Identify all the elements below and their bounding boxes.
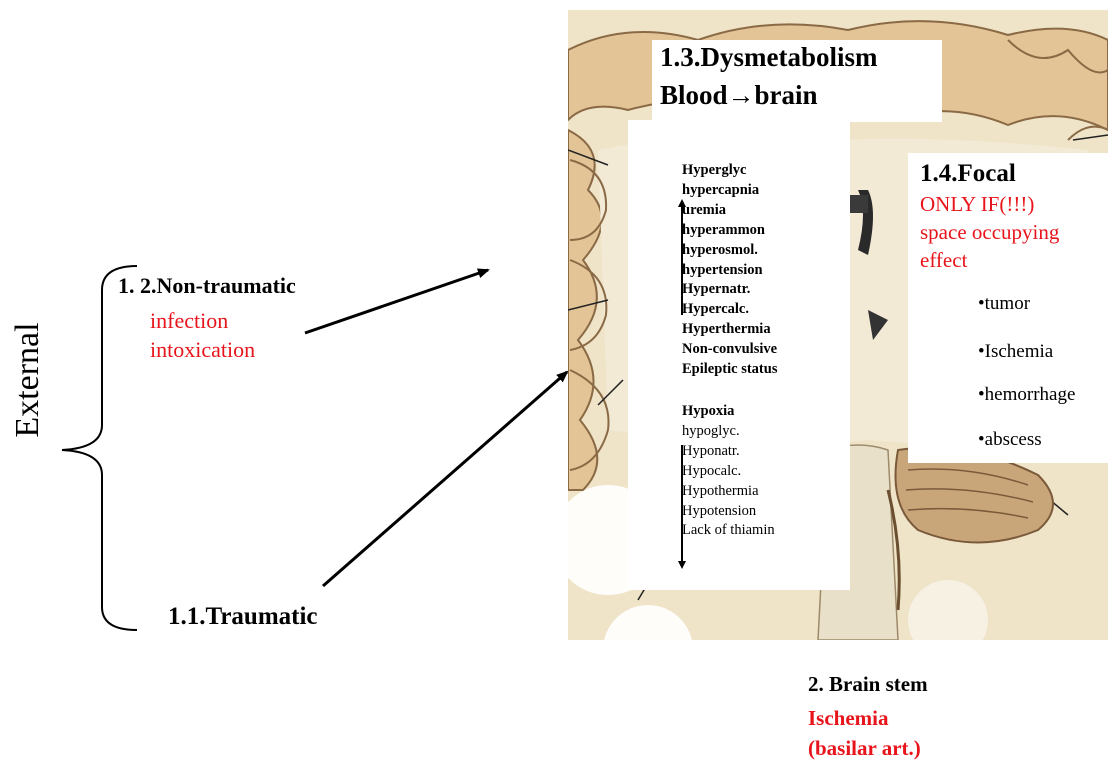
cause-infection: infection [150,306,255,335]
hyper-conditions-list: Hyperglyc hypercapnia uremia hyperammon … [682,161,777,380]
list-item: Hypotension [682,502,775,522]
list-item: hyperammon [682,221,777,241]
list-item: Hyperthermia [682,320,777,340]
list-item: Hypercalc. [682,300,777,320]
non-traumatic-causes: infection intoxication [150,306,255,364]
list-item: Hypernatr. [682,280,777,300]
focal-item-hemorrhage: •hemorrhage [978,384,1075,406]
arrow-traumatic [323,372,567,586]
cause-intoxication: intoxication [150,335,255,364]
list-item: Hypoxia [682,402,775,422]
dysmetabolism-title: 1.3.Dysmetabolism [660,42,878,73]
list-item: hypertension [682,261,777,281]
focal-item-ischemia: •Ischemia [978,341,1053,363]
non-traumatic-heading: 1. 2.Non-traumatic [118,273,296,299]
condition-line: effect [920,246,1108,274]
cause-line: Ischemia [808,703,921,733]
blood-brain-subtitle: Blood→brain [660,80,818,111]
focal-condition: ONLY IF(!!!) space occupying effect [920,190,1108,274]
focal-item-abscess: •abscess [978,429,1042,451]
focal-title: 1.4.Focal [920,160,1016,188]
list-item: Hypocalc. [682,462,775,482]
focal-item-tumor: •tumor [978,293,1030,315]
brain-stem-cause: Ischemia (basilar art.) [808,703,921,760]
dysmetabolism-title-box: 1.3.Dysmetabolism Blood→brain [652,40,942,122]
list-item: Lack of thiamin [682,521,775,541]
traumatic-label: 1.1.Traumatic [168,603,318,631]
list-item: uremia [682,201,777,221]
cause-line: (basilar art.) [808,733,921,760]
list-item: Hyperglyc [682,161,777,181]
hypo-conditions-list: Hypoxia hypoglyc. Hyponatr. Hypocalc. Hy… [682,402,775,541]
list-item: Hyponatr. [682,442,775,462]
condition-line: ONLY IF(!!!) [920,190,1108,218]
list-item: Epileptic status [682,360,777,380]
condition-line: space occupying [920,218,1108,246]
list-item: Hypothermia [682,482,775,502]
list-item: hypercapnia [682,181,777,201]
list-item: Non-convulsive [682,340,777,360]
list-item: hypoglyc. [682,422,775,442]
left-curly-bracket [62,266,137,630]
brain-stem-title: 2. Brain stem [808,672,928,697]
list-item: hyperosmol. [682,241,777,261]
arrow-non-traumatic [305,270,488,333]
